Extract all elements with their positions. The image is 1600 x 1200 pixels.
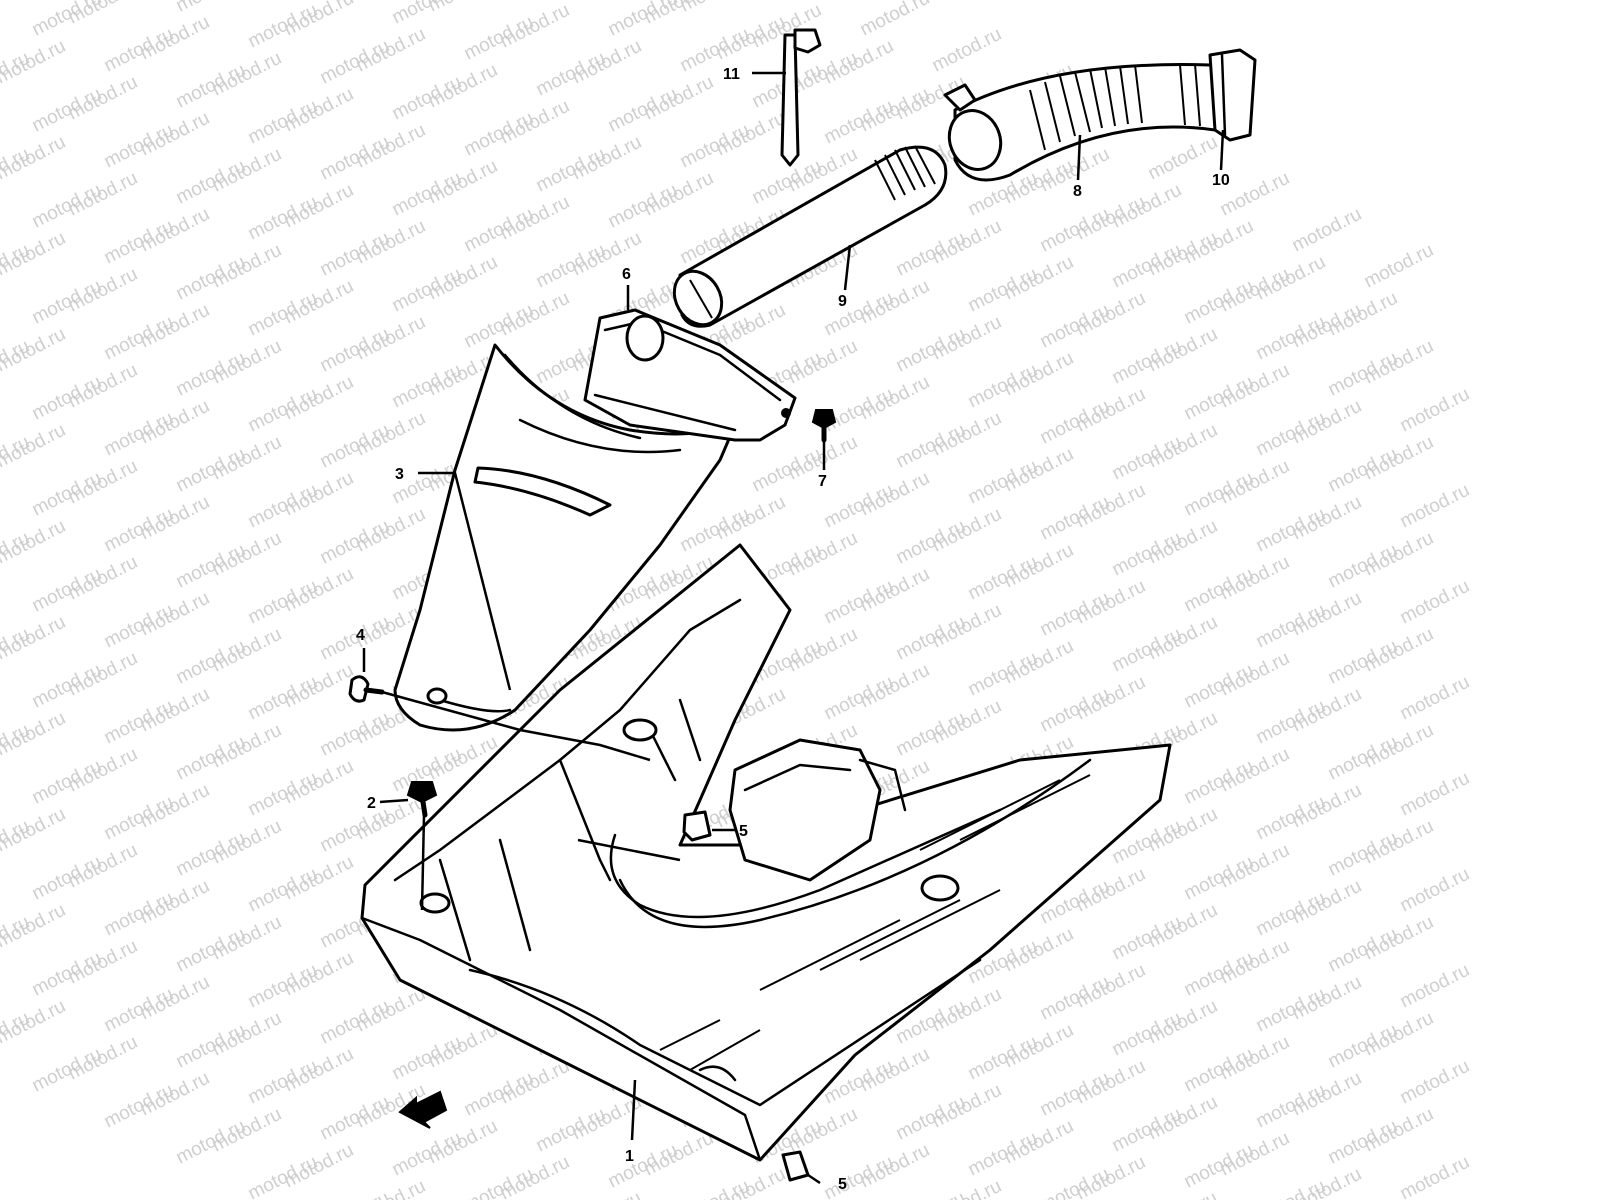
watermark-text-136: motod.ru <box>29 0 105 40</box>
callouts: 1 2 3 4 5 5 6 7 8 9 10 11 <box>356 66 1230 1193</box>
watermark-text-2: motod.ru <box>857 0 933 40</box>
callout-8: 8 <box>1073 183 1082 200</box>
watermark-text-197: motod.ru <box>1397 768 1473 821</box>
watermark-text-422: motod.ru <box>1145 1188 1221 1200</box>
watermark-text-520: motod.ru <box>245 1152 321 1200</box>
watermark-text-1: motod.ru <box>785 0 861 4</box>
watermark-text-490: motod.ru <box>677 1176 753 1200</box>
callout-7: 7 <box>818 473 827 490</box>
watermark-text-521: motod.ru <box>317 1188 393 1200</box>
watermark-text-135: motod.ru <box>0 0 33 4</box>
watermark-text-453: motod.ru <box>929 1176 1005 1200</box>
callout-2: 2 <box>367 795 376 812</box>
watermark-text-35: motod.ru <box>605 0 681 40</box>
watermark-text-281: motod.ru <box>1397 960 1473 1013</box>
callout-3: 3 <box>395 466 404 483</box>
leader-lines <box>362 71 1225 1185</box>
watermark-text-500: motod.ru <box>569 1188 645 1200</box>
bolt-part-2 <box>406 781 438 818</box>
leg-shield-cover-part <box>393 343 737 732</box>
watermark-text-97: motod.ru <box>173 0 249 16</box>
watermark-text-8: motod.ru <box>1289 204 1365 257</box>
callout-1: 1 <box>625 1148 634 1165</box>
watermark-text-6: motod.ru <box>1145 132 1221 185</box>
watermark-text-114: motod.ru <box>1397 576 1473 629</box>
screw-part-4 <box>348 675 385 703</box>
watermark-text-239: motod.ru <box>1397 864 1473 917</box>
watermark-text-3: motod.ru <box>929 24 1005 77</box>
watermark-text-79: motod.ru <box>209 0 285 4</box>
air-hose-part <box>672 145 948 328</box>
callout-4: 4 <box>356 627 365 644</box>
watermark-text-466: motod.ru <box>821 1152 897 1200</box>
watermark-text-77: motod.ru <box>1397 480 1473 533</box>
watermark-text-9: motod.ru <box>1361 240 1437 293</box>
nut-part-5-upper <box>682 810 712 842</box>
screw-part-7 <box>811 409 837 443</box>
floor-board-part <box>360 543 1172 1162</box>
watermark-text-365: motod.ru <box>1397 1152 1473 1200</box>
cable-tie-part <box>780 28 822 167</box>
watermark-text-467: motod.ru <box>893 1188 969 1200</box>
callout-11: 11 <box>723 66 740 83</box>
callout-6: 6 <box>622 266 631 283</box>
bellows-hose-part <box>943 48 1257 182</box>
watermark-text-404: motod.ru <box>1253 1176 1329 1200</box>
inner-frame-part <box>583 308 797 442</box>
watermark-text-34: motod.ru <box>533 0 609 4</box>
callout-9: 9 <box>838 293 847 310</box>
callout-5-lower: 5 <box>838 1176 847 1193</box>
watermark-text-46: motod.ru <box>1397 384 1473 437</box>
callout-5-upper: 5 <box>739 823 748 840</box>
watermark-text-515: motod.ru <box>353 1176 429 1200</box>
front-arrow-icon <box>398 1090 448 1129</box>
nut-part-5-lower <box>781 1150 810 1182</box>
watermark-text-323: motod.ru <box>1397 1056 1473 1109</box>
callout-10: 10 <box>1212 172 1230 189</box>
watermark-text-155: motod.ru <box>1397 672 1473 725</box>
